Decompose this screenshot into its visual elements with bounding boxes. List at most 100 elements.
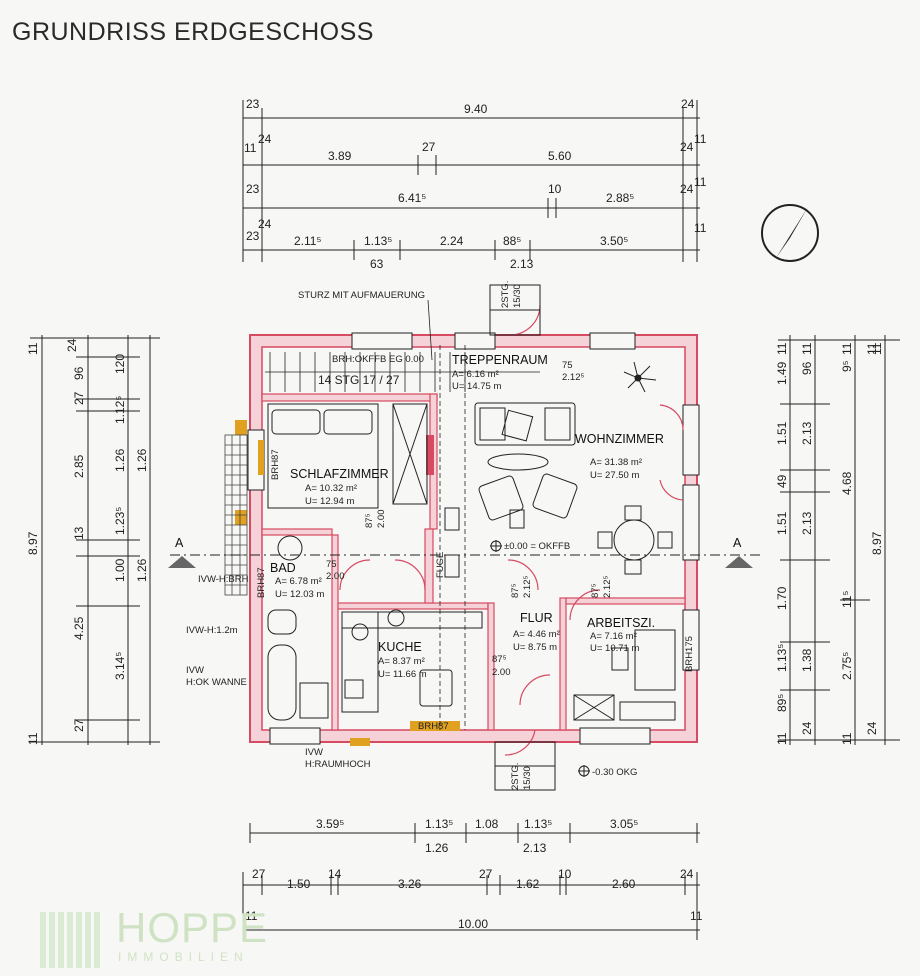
sink-icon bbox=[277, 535, 303, 561]
dim-label: 96 bbox=[72, 366, 86, 380]
level-label: ±0.00 = OKFFB bbox=[504, 541, 570, 552]
room-area: A= 7.16 m² bbox=[590, 631, 637, 642]
steps-label: 15/30 bbox=[522, 766, 533, 790]
dim-label: 11 bbox=[694, 175, 707, 189]
brh-label: BRH87 bbox=[270, 449, 281, 480]
brh-marker bbox=[410, 721, 460, 731]
fuge-label: FUGE bbox=[435, 552, 446, 578]
dim-label: 11 bbox=[245, 909, 258, 923]
door-dim: 87⁵ bbox=[590, 583, 601, 598]
dim-label: 49 bbox=[775, 474, 789, 488]
door-dim: 2.12⁵ bbox=[562, 372, 584, 383]
annotations: STURZ MIT AUFMAUERUNG BRH:OKFFB EG 0.00 … bbox=[175, 281, 742, 790]
left-dim-labels: 11 24 96 27 2.85 13 4.25 27 11 8.97 120 … bbox=[26, 338, 149, 745]
armchair-icon bbox=[478, 475, 524, 521]
ivw-label: IVW bbox=[305, 747, 323, 758]
dim-label: 1.00 bbox=[113, 558, 127, 582]
room-perimeter: U= 12.03 m bbox=[275, 589, 324, 600]
dim-label: 1.26 bbox=[135, 448, 149, 472]
level-markers bbox=[490, 540, 590, 777]
dim-label: 24 bbox=[258, 217, 272, 231]
dim-label: 10 bbox=[548, 182, 562, 196]
dim-label: 3.50⁵ bbox=[600, 234, 628, 248]
dim-label: 11 bbox=[26, 342, 40, 355]
right-dim-labels: 11 1.49 1.51 49 1.51 1.70 1.13⁵ 89⁵ 11 1… bbox=[775, 342, 884, 745]
plan-title: GRUNDRISS ERDGESCHOSS bbox=[12, 18, 374, 46]
door-dim: 2.12⁵ bbox=[602, 576, 613, 598]
dim-label: 63 bbox=[370, 257, 384, 271]
dim-label: 1.26 bbox=[113, 448, 127, 472]
logo-text: HOPPE bbox=[116, 904, 269, 951]
bathtub-icon bbox=[267, 644, 297, 721]
steps-label: 2STG. bbox=[510, 763, 521, 790]
dim-label: 1.23⁵ bbox=[113, 507, 127, 535]
door-dim: 87⁵ bbox=[492, 654, 507, 665]
dim-label: 23 bbox=[246, 97, 260, 111]
dim-label: 1.13⁵ bbox=[364, 234, 392, 248]
room-name: WOHNZIMMER bbox=[575, 432, 664, 446]
room-name: TREPPENRAUM bbox=[452, 353, 548, 367]
bed-icon bbox=[267, 403, 379, 509]
room-name: KUCHE bbox=[378, 640, 422, 654]
dim-label: 1.13⁵ bbox=[524, 817, 552, 831]
dim-label: 11 bbox=[690, 909, 703, 923]
dim-label: 11 bbox=[840, 342, 854, 355]
steps-label: 15/30 bbox=[512, 284, 523, 308]
room-area: A= 6.78 m² bbox=[275, 576, 322, 587]
dim-label: 14 bbox=[328, 867, 342, 881]
dim-label: 27 bbox=[422, 140, 436, 154]
dim-label: 1.51 bbox=[775, 421, 789, 445]
dim-label: 24 bbox=[258, 132, 272, 146]
ivw-label: IVW-H:1.2m bbox=[186, 625, 238, 636]
ivw-label: IVW-H:BRH bbox=[198, 574, 249, 585]
dim-label: 27 bbox=[252, 867, 266, 881]
dim-label: 11 bbox=[865, 342, 879, 355]
table-icon bbox=[487, 453, 549, 471]
dim-total: 8.97 bbox=[870, 531, 884, 555]
dim-label: 1.62 bbox=[516, 877, 540, 891]
ivw-label: H:OK WANNE bbox=[186, 677, 247, 688]
dim-label: 11 bbox=[26, 732, 40, 745]
sink-icon bbox=[351, 623, 369, 641]
dim-label: 11 bbox=[694, 221, 707, 235]
room-name: SCHLAFZIMMER bbox=[290, 467, 389, 481]
dim-label: 2.13 bbox=[800, 511, 814, 535]
room-perimeter: U= 27.50 m bbox=[590, 470, 639, 481]
plant-icon bbox=[623, 361, 657, 393]
level-label: -0.30 OKG bbox=[592, 767, 637, 778]
dim-label: 3.05⁵ bbox=[610, 817, 638, 831]
dim-label: 1.50 bbox=[287, 877, 311, 891]
room-name: ARBEITSZI. bbox=[587, 616, 655, 630]
armchair-icon bbox=[532, 473, 578, 519]
dim-label: 1.51 bbox=[775, 511, 789, 535]
room-area: A= 31.38 m² bbox=[590, 457, 642, 468]
dim-label: 1.08 bbox=[475, 817, 499, 831]
dim-label: 5.60 bbox=[548, 149, 572, 163]
dim-label: 24 bbox=[681, 97, 695, 111]
dim-label: 23 bbox=[246, 182, 260, 196]
dim-label: 1.26 bbox=[425, 841, 449, 855]
dim-label: 2.24 bbox=[440, 234, 464, 248]
north-arrow-icon bbox=[761, 204, 819, 262]
dim-label: 27 bbox=[479, 867, 493, 881]
dim-label: 2.13 bbox=[523, 841, 547, 855]
steps-label: 2STG. bbox=[500, 281, 511, 308]
dim-label: 27 bbox=[72, 391, 86, 405]
room-perimeter: U= 8.75 m bbox=[513, 642, 557, 653]
top-dimensions bbox=[242, 100, 700, 262]
dim-label: 3.26 bbox=[398, 877, 422, 891]
bottom-dim-labels: 3.59⁵ 1.13⁵ 1.08 1.13⁵ 3.05⁵ 1.26 2.13 2… bbox=[245, 817, 703, 931]
dim-label: 2.88⁵ bbox=[606, 191, 634, 205]
dim-label: 3.89 bbox=[328, 149, 352, 163]
room-perimeter: U= 12.94 m bbox=[305, 496, 354, 507]
dim-label: 4.25 bbox=[72, 616, 86, 640]
room-perimeter: U= 11.66 m bbox=[378, 669, 427, 680]
dim-label: 1.38 bbox=[800, 648, 814, 672]
dim-label: 11 bbox=[870, 342, 884, 355]
entrance-steps bbox=[489, 284, 556, 791]
dim-label: 11 bbox=[775, 342, 789, 355]
door-dim: 2.12⁵ bbox=[522, 576, 533, 598]
doors bbox=[339, 304, 684, 756]
dim-label: 2.75⁵ bbox=[840, 652, 854, 680]
